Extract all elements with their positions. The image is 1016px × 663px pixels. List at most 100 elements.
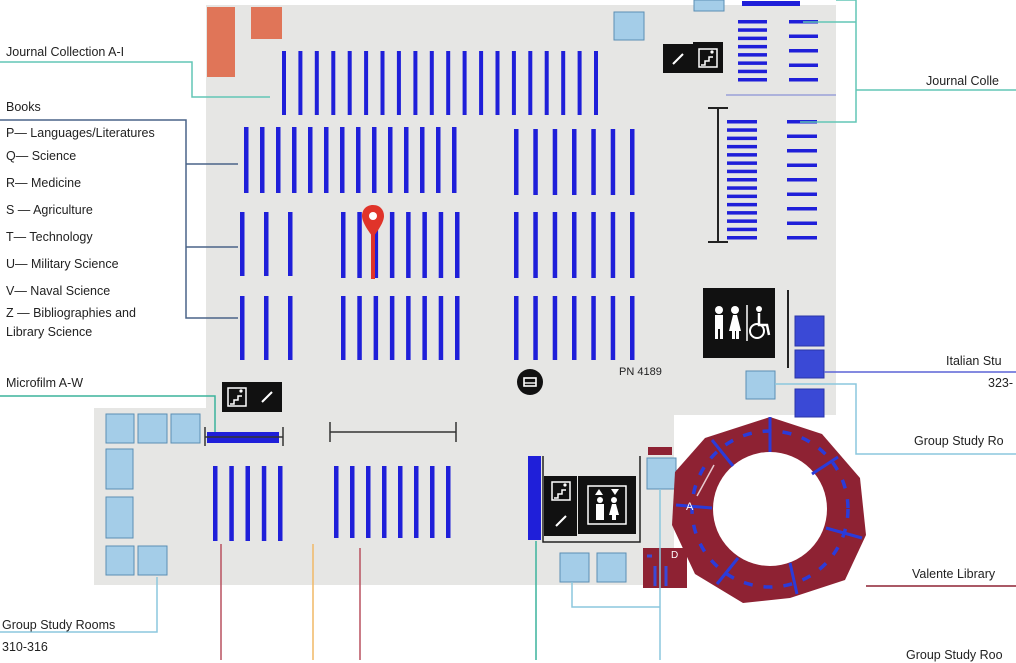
label-group-study-rooms-south: Group Study Roo (906, 648, 1003, 662)
valente-courtyard (713, 452, 827, 566)
small-room (613, 11, 645, 41)
shelf (738, 53, 767, 57)
shelf (282, 51, 286, 115)
shelf (462, 51, 467, 115)
shelf (347, 51, 352, 115)
pencil-icon (663, 44, 693, 73)
shelf (350, 466, 355, 538)
label-group-study-rooms-east: Group Study Ro (914, 434, 1004, 448)
shelf (577, 51, 582, 115)
label-books-t: T— Technology (6, 230, 93, 244)
shelf (727, 153, 757, 157)
shelf (406, 296, 411, 360)
shelf (288, 212, 293, 276)
shelf (533, 212, 538, 278)
shelf (389, 212, 395, 278)
call-number-label: PN 4189 (619, 366, 662, 378)
label-books-r: R— Medicine (6, 176, 82, 190)
shelf (314, 51, 319, 115)
shelf (738, 20, 767, 24)
small-room (745, 370, 776, 400)
stairs-icon (693, 42, 723, 73)
shelf (356, 127, 361, 193)
shelf (787, 163, 817, 167)
room-d-label: D (671, 550, 679, 561)
shelf (298, 51, 303, 115)
shelf (738, 44, 767, 49)
shelf (380, 51, 385, 115)
shelf (429, 51, 434, 115)
shelf (630, 296, 635, 360)
shelf (389, 296, 395, 360)
shelf (430, 466, 435, 538)
shelf (552, 212, 558, 278)
shelf (455, 212, 460, 278)
label-group-study-rooms-west: Group Study Rooms (2, 618, 116, 632)
shelf (738, 61, 767, 65)
pencil-icon (252, 382, 282, 412)
shelf (229, 466, 234, 541)
shelf (544, 51, 549, 115)
shelf (514, 129, 519, 195)
label-valente-library: Valente Library (912, 567, 996, 581)
shelf (789, 34, 818, 38)
shelf (727, 219, 757, 223)
shelf (264, 296, 269, 360)
printer-icon (516, 368, 544, 396)
restroom-icon (703, 288, 775, 358)
shelf (727, 178, 757, 182)
location-pin-icon[interactable] (360, 203, 386, 279)
shelf (787, 236, 817, 240)
shelf (261, 466, 267, 541)
shelf (630, 129, 635, 195)
shelf (572, 129, 577, 195)
label-microfilm: Microfilm A-W (6, 376, 84, 390)
shelf (787, 207, 817, 211)
shelf (789, 63, 818, 67)
shelf (610, 212, 616, 278)
label-books-s: S — Agriculture (6, 203, 93, 217)
italian-study-rooms (794, 315, 825, 418)
label-italian-study-numbers: 323- (988, 376, 1014, 390)
shelf (727, 227, 757, 232)
label-books-q: Q— Science (6, 149, 77, 163)
shelf (727, 194, 757, 199)
shelf (396, 51, 401, 115)
shelf (406, 212, 411, 278)
shelf (446, 51, 451, 115)
orange-block (207, 7, 235, 77)
shelf (787, 149, 817, 153)
shelf (213, 466, 218, 541)
shelf (727, 136, 757, 141)
shelf (334, 466, 339, 538)
shelf (438, 212, 444, 278)
shelf (533, 129, 538, 195)
label-books-z-cont: Library Science (6, 325, 93, 339)
group-study-rooms-west (105, 413, 201, 576)
shelf (479, 51, 484, 115)
shelf (727, 211, 757, 215)
shelf (742, 1, 800, 6)
shelf (789, 78, 818, 82)
shelf (240, 296, 245, 360)
label-books-u: U— Military Science (6, 257, 119, 271)
elevator-icon (578, 476, 636, 534)
shelf (388, 127, 393, 193)
shelf (276, 127, 281, 193)
elevator-enclosure (542, 456, 641, 543)
shelf (373, 296, 379, 360)
shelf (357, 212, 362, 278)
shelf (591, 212, 596, 278)
stairs-icon (544, 476, 577, 506)
shelf (630, 212, 635, 278)
shelf (455, 296, 460, 360)
shelf (591, 296, 596, 360)
shelf (436, 127, 441, 193)
shelf (414, 466, 419, 538)
label-group-study-rooms-west-numbers: 310-316 (2, 640, 48, 654)
shelf (738, 78, 767, 82)
small-room (693, 0, 725, 12)
shelf (244, 127, 249, 193)
